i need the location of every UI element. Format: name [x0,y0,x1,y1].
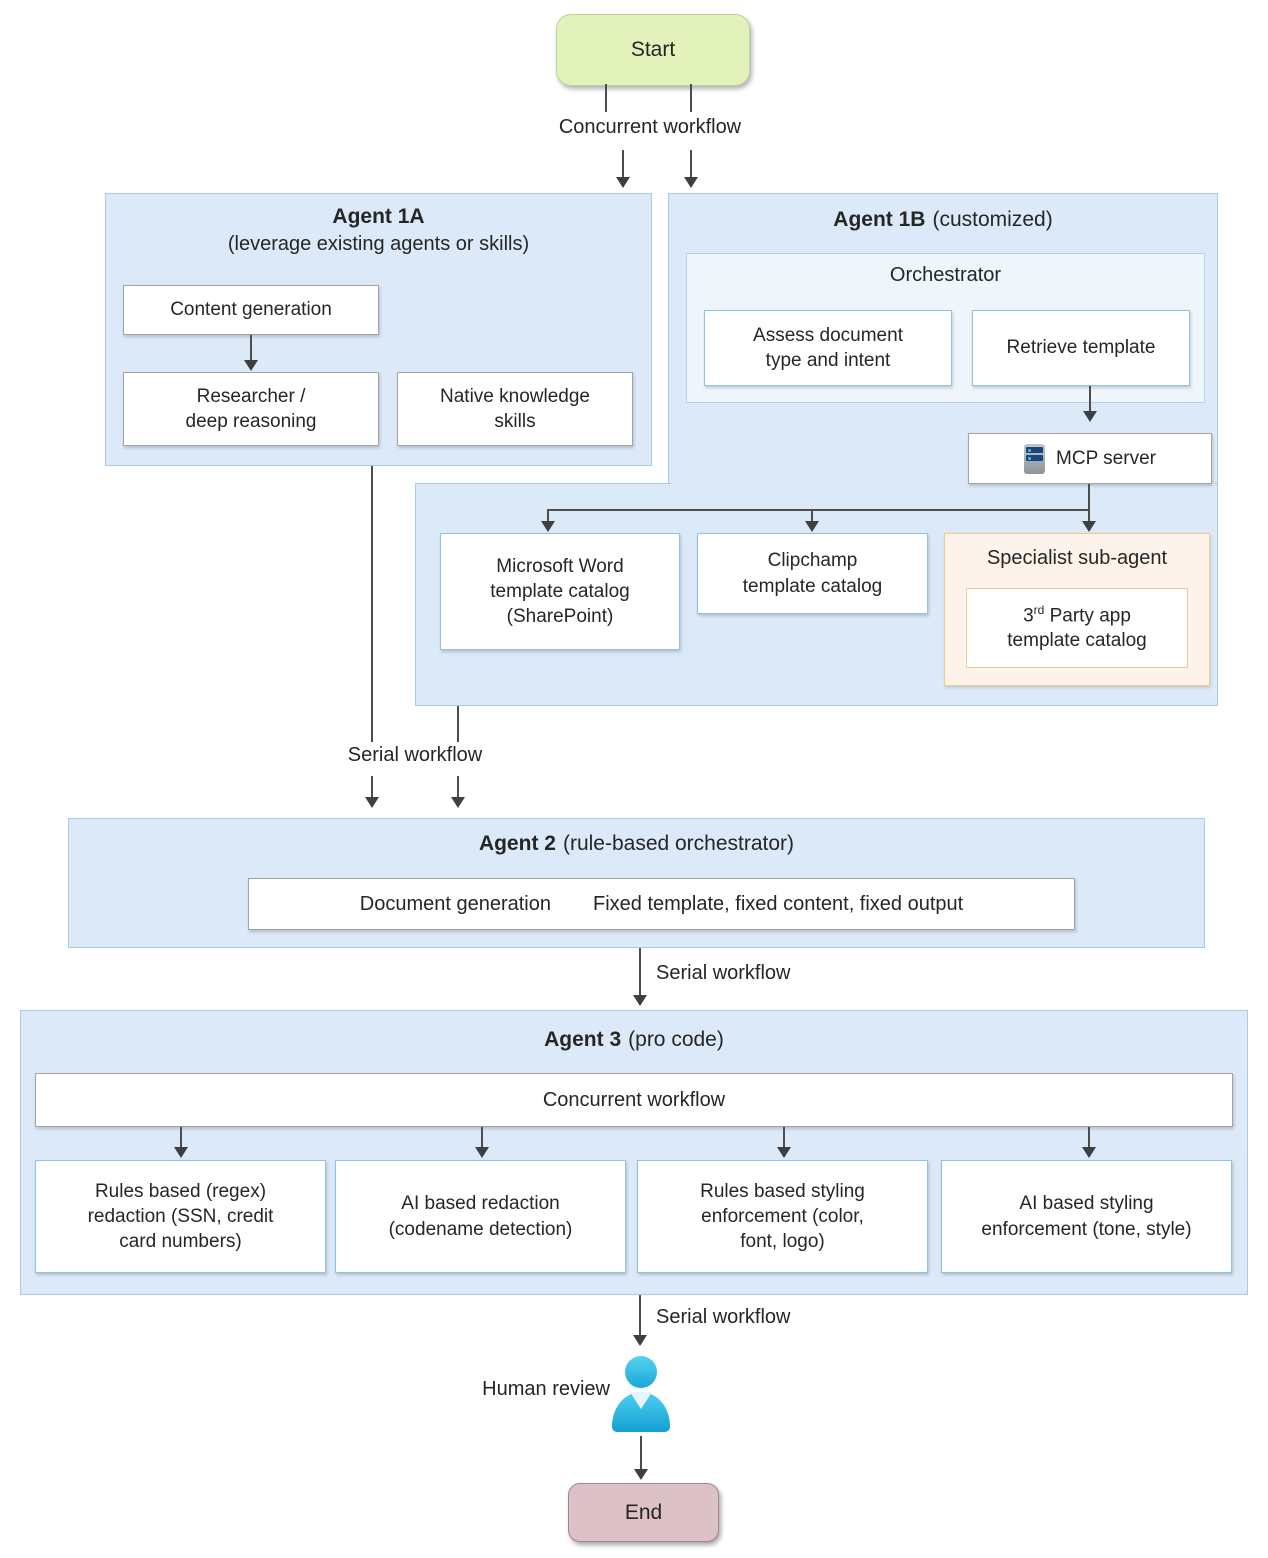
concurrent-workflow-bar: Concurrent workflow [35,1073,1233,1127]
document-generation-label: Document generation [359,892,551,915]
connector-agent1a-down-2 [371,776,373,798]
connector-branch-word [547,509,549,522]
agent1a-title-bold: Agent 1A [332,205,425,228]
content-generation-box: Content generation [123,285,379,335]
arrowhead-to-box2 [475,1147,489,1158]
human-review-label: Human review [482,1378,610,1400]
connector-bar-box4 [1088,1127,1090,1148]
assess-document-box: Assess document type and intent [704,310,952,386]
third-party-prefix: 3 [1023,605,1034,627]
agent2-title-bold: Agent 2 [478,832,556,855]
concurrent-workflow-label-top: Concurrent workflow [558,116,742,138]
connector-start-right-top [690,84,692,112]
connector-agent1b-down-2 [457,776,459,798]
document-generation-box: Document generation Fixed template, fixe… [248,878,1075,930]
connector-start-left-bottom [622,150,624,178]
rules-styling-box: Rules based styling enforcement (color, … [637,1160,928,1273]
start-node: Start [556,14,750,86]
specialist-subagent-title: Specialist sub-agent [986,547,1168,569]
arrowhead-to-box1 [174,1147,188,1158]
researcher-box: Researcher / deep reasoning [123,372,379,446]
connector-agent1a-down [371,466,373,742]
serial-workflow-label-1: Serial workflow [347,744,483,766]
fixed-template-label: Fixed template, fixed content, fixed out… [593,892,964,915]
arrowhead-1b-to-agent2 [451,797,465,808]
word-template-catalog-box: Microsoft Word template catalog (SharePo… [440,533,680,650]
agent1b-subtitle: (customized) [932,208,1053,231]
arrowhead-to-agent3 [633,995,647,1006]
serial-workflow-label-3: Serial workflow [656,1306,791,1328]
agent2-title: Agent 2 (rule-based orchestrator) [68,832,1205,856]
orchestrator-title: Orchestrator [889,264,1002,286]
arrowhead-to-specialist [1082,521,1096,532]
third-party-suffix: Party app [1044,605,1131,627]
arrowhead-to-agent1a [616,177,630,188]
arrowhead-to-mcp [1083,411,1097,422]
connector-bar-box3 [783,1127,785,1148]
connector-branch-horizontal [547,509,1090,511]
agent1b-title: Agent 1B (customized) [668,208,1218,232]
connector-branch-clipchamp [811,509,813,522]
native-knowledge-box: Native knowledge skills [397,372,633,446]
agent3-title-bold: Agent 3 [544,1028,622,1051]
arrowhead-to-researcher [244,360,258,371]
clipchamp-template-catalog-box: Clipchamp template catalog [697,533,928,614]
arrowhead-to-box3 [777,1147,791,1158]
connector-agent3-human [639,1295,641,1336]
connector-bar-box1 [180,1127,182,1148]
mcp-server-box: MCP server [968,433,1212,484]
third-party-catalog-label: 3rd Party app template catalog [1007,603,1146,653]
person-icon [612,1356,670,1432]
end-node: End [568,1483,719,1542]
connector-retrieve-mcp [1089,386,1091,412]
agent1b-title-bold: Agent 1B [833,208,926,231]
connector-content-researcher [250,335,252,361]
third-party-catalog-box: 3rd Party app template catalog [966,588,1188,668]
agent2-subtitle: (rule-based orchestrator) [562,832,795,855]
ai-styling-box: AI based styling enforcement (tone, styl… [941,1160,1232,1273]
mcp-server-label: MCP server [1056,447,1156,469]
arrowhead-to-human [633,1335,647,1346]
rules-redaction-box: Rules based (regex) redaction (SSN, cred… [35,1160,326,1273]
retrieve-template-box: Retrieve template [972,310,1190,386]
server-rack-icon [1024,443,1046,474]
arrowhead-to-end [634,1469,648,1480]
arrowhead-to-clipchamp-catalog [805,521,819,532]
connector-start-right-bottom [690,150,692,178]
person-icon-head [625,1356,657,1388]
serial-workflow-label-2: Serial workflow [656,962,791,984]
arrowhead-to-box4 [1082,1147,1096,1158]
connector-human-end [640,1436,642,1470]
connector-agent1b-down [457,706,459,742]
connector-mcp-branch-stem [1088,484,1090,511]
connector-agent2-agent3 [639,948,641,996]
third-party-line2: template catalog [1007,630,1147,652]
agent3-subtitle: (pro code) [628,1028,724,1051]
agent3-title: Agent 3 (pro code) [20,1028,1248,1052]
third-party-ordinal: rd [1033,602,1045,617]
arrowhead-to-word-catalog [541,521,555,532]
arrowhead-1a-to-agent2 [365,797,379,808]
arrowhead-to-agent1b [684,177,698,188]
connector-branch-specialist [1088,509,1090,522]
person-icon-collar [630,1392,652,1409]
connector-start-left-top [605,84,607,112]
ai-redaction-box: AI based redaction (codename detection) [335,1160,626,1273]
agent1a-title: Agent 1A [105,205,652,229]
agent1a-subtitle: (leverage existing agents or skills) [227,233,530,255]
panel-seam-patch [671,481,1215,486]
connector-bar-box2 [481,1127,483,1148]
